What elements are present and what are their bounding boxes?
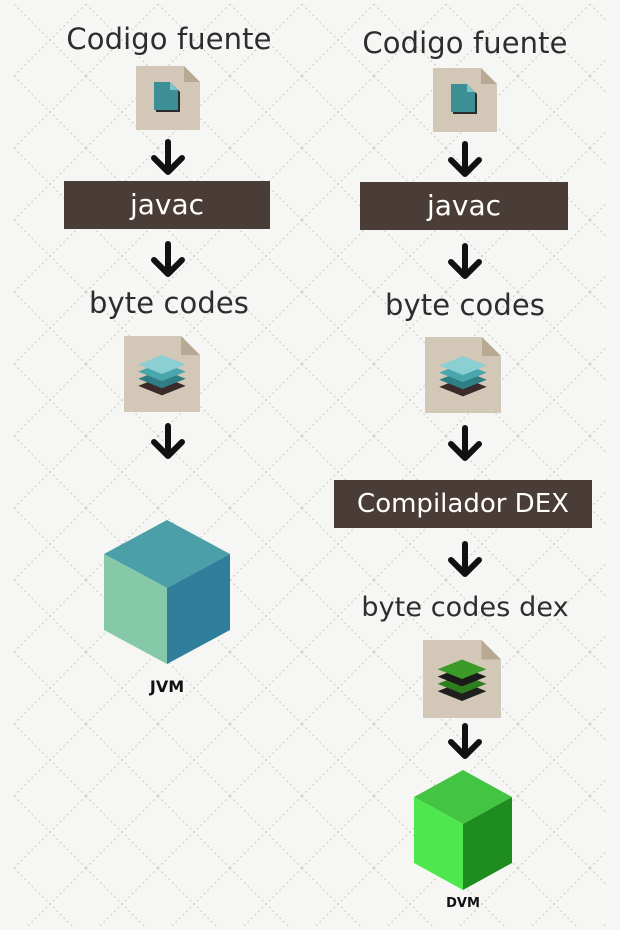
source-file-icon <box>136 66 200 130</box>
jvm-flow-column: Codigo fuente javac byte codes JVM <box>14 0 324 930</box>
arrow-down-icon <box>448 541 482 577</box>
jvm-cube-icon <box>104 520 230 664</box>
dex-bytecode-layers-icon <box>423 640 501 718</box>
arrow-down-icon <box>448 425 482 461</box>
source-code-label: Codigo fuente <box>362 26 568 60</box>
lattice-background <box>14 4 606 926</box>
dvm-label: DVM <box>446 896 480 911</box>
dex-compiler-bar: Compilador DEX <box>334 480 592 528</box>
bytecodes-label: byte codes <box>88 286 250 320</box>
arrow-down-icon <box>151 423 185 459</box>
arrow-down-icon <box>151 139 185 175</box>
arrow-down-icon <box>448 243 482 279</box>
javac-compiler-bar: javac <box>64 181 270 229</box>
jvm-label: JVM <box>149 677 185 696</box>
source-code-label: Codigo fuente <box>66 22 272 56</box>
arrow-down-icon <box>448 141 482 177</box>
arrow-down-icon <box>151 241 185 277</box>
javac-compiler-bar: javac <box>360 182 568 230</box>
dvm-cube-icon <box>414 770 512 890</box>
dvm-flow-column: Codigo fuente javac byte codes Compilado… <box>310 0 620 930</box>
arrow-down-icon <box>448 723 482 759</box>
bytecodes-label: byte codes <box>384 288 546 322</box>
bytecode-layers-icon <box>425 337 501 413</box>
source-file-icon <box>433 68 497 132</box>
bytecode-layers-icon <box>124 336 200 412</box>
dex-bytecodes-label: byte codes dex <box>361 592 569 623</box>
